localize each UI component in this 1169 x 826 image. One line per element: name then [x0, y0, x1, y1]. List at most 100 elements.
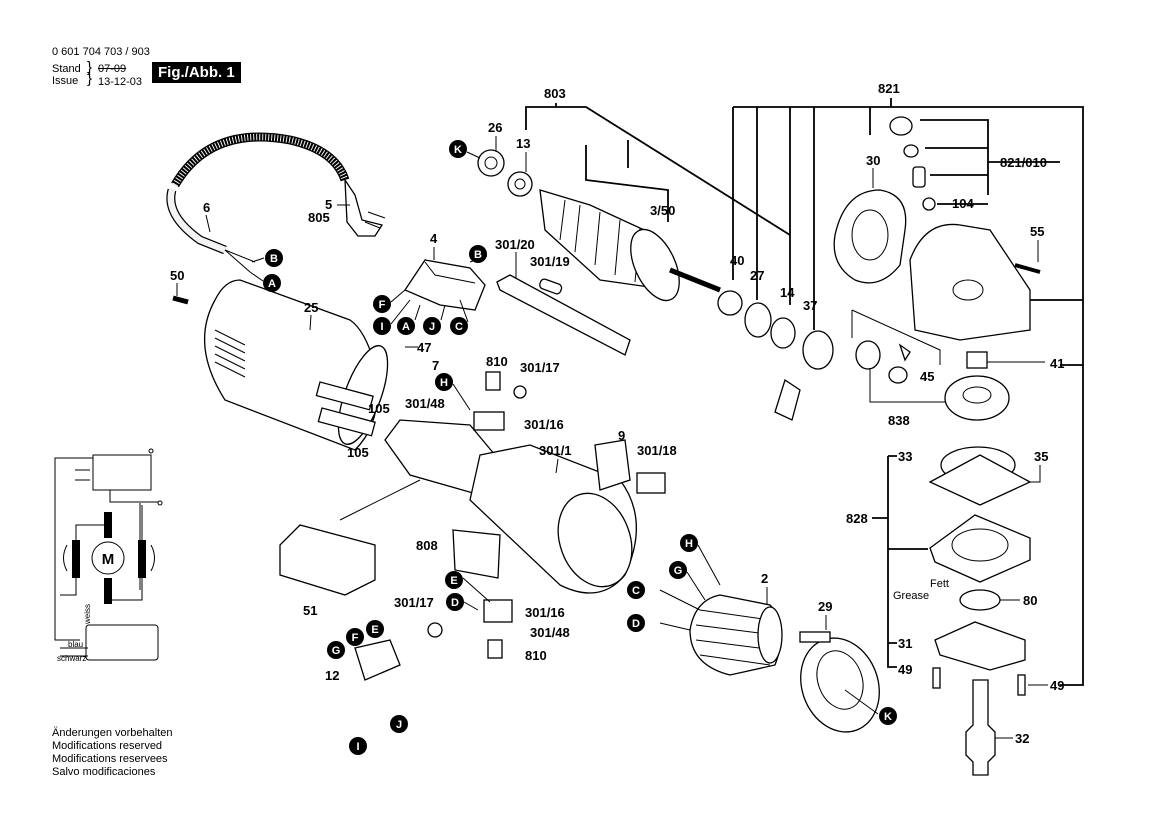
label-50: 50 — [170, 268, 184, 283]
label-51: 51 — [303, 603, 317, 618]
label-4: 4 — [430, 231, 438, 246]
stand-value: 07-09 — [98, 63, 127, 75]
svg-text:K: K — [884, 711, 892, 723]
label-30: 30 — [866, 153, 880, 168]
label-301-16-a: 301/16 — [524, 417, 564, 432]
leader — [339, 479, 421, 521]
wire-label-blue: blau — [68, 640, 83, 649]
svg-text:G: G — [332, 645, 341, 657]
modification-notes: Änderungen vorbehalten Modifications res… — [52, 727, 172, 779]
brace: } — [87, 59, 93, 76]
needle-bearing-41 — [966, 351, 988, 369]
grease-cup — [774, 378, 801, 421]
svg-text:A: A — [268, 278, 276, 290]
issue-label: Issue — [52, 75, 79, 87]
spring — [903, 144, 919, 158]
svg-text:F: F — [379, 299, 386, 311]
stator-windings — [695, 609, 776, 666]
svg-text:F: F — [352, 632, 359, 644]
connector-A: A — [397, 317, 415, 335]
cord-box — [85, 624, 159, 661]
label-301-19: 301/19 — [530, 254, 570, 269]
switch-box — [92, 454, 152, 491]
label-3-50: 3/50 — [650, 203, 675, 218]
label-808: 808 — [416, 538, 438, 553]
bearing-13 — [507, 171, 533, 197]
label-828: 828 — [846, 511, 868, 526]
cord-wires — [224, 249, 256, 273]
svg-text:J: J — [396, 719, 402, 731]
connector-I: I — [349, 737, 367, 755]
figure-label: Fig./Abb. 1 — [152, 62, 241, 83]
cord-wires — [60, 647, 88, 657]
bevel-gear — [944, 375, 1010, 421]
connector-badges: K B A B F I A J C H E D G F E I J H G C … — [263, 140, 897, 755]
bracket-821-010 — [920, 119, 1060, 205]
bearing-37 — [802, 330, 834, 370]
housing-bore — [952, 279, 984, 301]
switch-body — [404, 259, 486, 311]
connector-leaders — [249, 151, 879, 715]
svg-text:I: I — [380, 321, 383, 333]
motor-circle — [91, 541, 125, 575]
screw-49a — [932, 667, 941, 689]
field-coil-left — [72, 540, 80, 578]
connector-I: I — [373, 317, 391, 335]
cover-inner — [851, 209, 889, 261]
note-en: Modifications reserved — [52, 740, 163, 752]
label-821-010: 821/010 — [1000, 155, 1047, 170]
label-105-b: 105 — [347, 445, 369, 460]
label-80: 80 — [1023, 593, 1037, 608]
label-55: 55 — [1030, 224, 1044, 239]
label-301-17-b: 301/17 — [394, 595, 434, 610]
label-803: 803 — [544, 86, 566, 101]
leader — [851, 309, 941, 365]
svg-text:C: C — [632, 585, 640, 597]
label-12: 12 — [325, 668, 339, 683]
armature-windings — [559, 199, 641, 283]
label-5: 5 — [325, 197, 332, 212]
power-cord — [166, 132, 386, 273]
label-104: 104 — [952, 196, 974, 211]
spring-301-17-b — [427, 622, 443, 638]
bracket-right — [1060, 300, 1084, 686]
connector-H: H — [680, 534, 698, 552]
label-105b — [317, 407, 376, 437]
leader — [1030, 465, 1041, 483]
label-45: 45 — [920, 369, 934, 384]
o-ring — [922, 197, 936, 211]
note-de: Änderungen vorbehalten — [52, 727, 173, 739]
label-838: 838 — [888, 413, 910, 428]
label-301-48-b: 301/48 — [530, 625, 570, 640]
svg-text:A: A — [402, 321, 410, 333]
connector-D: D — [627, 614, 645, 632]
motor-label: M — [102, 551, 115, 568]
connector-F: F — [346, 628, 364, 646]
label-49-a: 49 — [898, 662, 912, 677]
label-301-17-a: 301/17 — [520, 360, 560, 375]
grease-de: Fett — [930, 578, 949, 590]
connector-E: E — [445, 571, 463, 589]
bracket-803 — [525, 103, 791, 236]
baffle-inner — [816, 650, 864, 710]
label-9 — [594, 439, 631, 491]
label-26: 26 — [488, 120, 502, 135]
cord-fill — [172, 133, 349, 187]
label-301-20: 301/20 — [495, 237, 535, 252]
screw-55 — [1014, 263, 1041, 274]
wire-label-black: schwarz — [57, 654, 86, 663]
label-805: 805 — [308, 210, 330, 225]
bearing-inner — [484, 156, 498, 170]
switch-part — [404, 259, 486, 311]
plug-pins — [364, 211, 386, 229]
part-number: 0 601 704 703 / 903 — [52, 46, 150, 58]
flange-inner — [951, 528, 1009, 562]
brush-holder-301-16-b — [483, 599, 513, 623]
svg-text:E: E — [450, 575, 457, 587]
shaft — [669, 267, 721, 293]
spring-301-17-a — [513, 385, 527, 399]
terminal — [157, 500, 163, 506]
label-35: 35 — [1034, 449, 1048, 464]
connector-C: C — [450, 317, 468, 335]
connector-D: D — [446, 593, 464, 611]
